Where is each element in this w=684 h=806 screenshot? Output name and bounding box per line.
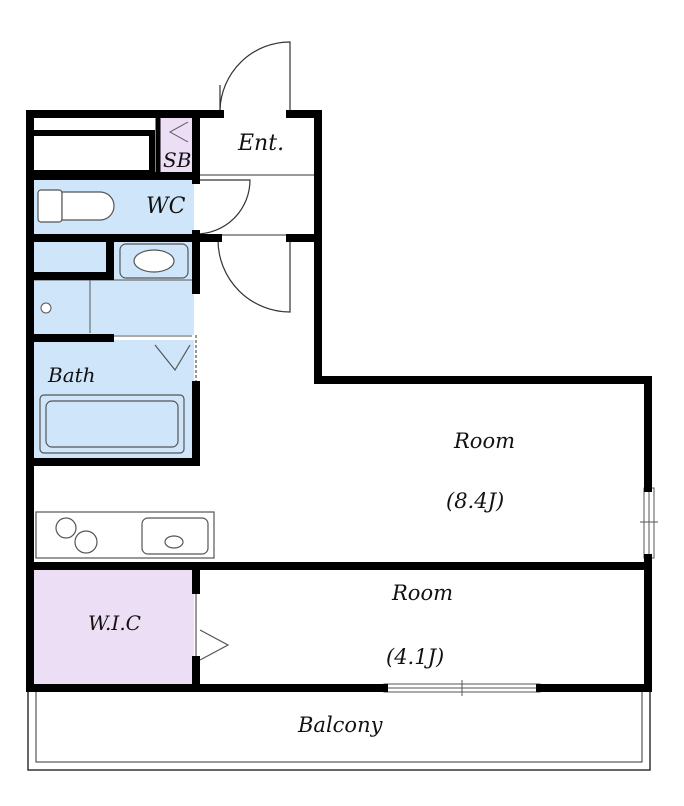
hall-door	[217, 239, 291, 313]
bath-door-marker	[154, 335, 197, 385]
label-ent: Ent.	[237, 131, 284, 156]
sb-marker	[168, 121, 189, 143]
toilet-icon	[37, 189, 115, 223]
wc-door	[195, 179, 251, 235]
bath-fill	[34, 340, 194, 458]
window-right	[640, 487, 658, 559]
label-balcony: Balcony	[297, 713, 384, 737]
label-bath: Bath	[47, 363, 96, 387]
wic-door-marker	[195, 590, 230, 661]
label-room-small-size: (4.1J)	[386, 645, 444, 669]
wic-fill	[34, 570, 194, 685]
entrance-lines	[196, 174, 316, 236]
label-room-main-size: (8.4J)	[446, 489, 504, 513]
label-room-main: Room	[453, 429, 515, 453]
washbasin-icon	[119, 243, 189, 279]
entrance-door	[219, 41, 291, 111]
label-sb: SB	[163, 148, 191, 172]
balcony-window	[383, 680, 541, 696]
label-wc: WC	[146, 194, 186, 219]
label-wic: W.I.C	[88, 611, 141, 635]
bathtub-icon	[39, 394, 185, 454]
sb-fill	[160, 118, 194, 173]
label-room-small: Room	[391, 581, 453, 605]
shelves	[34, 130, 155, 176]
walls	[26, 110, 652, 692]
kitchen-counter	[35, 511, 215, 559]
